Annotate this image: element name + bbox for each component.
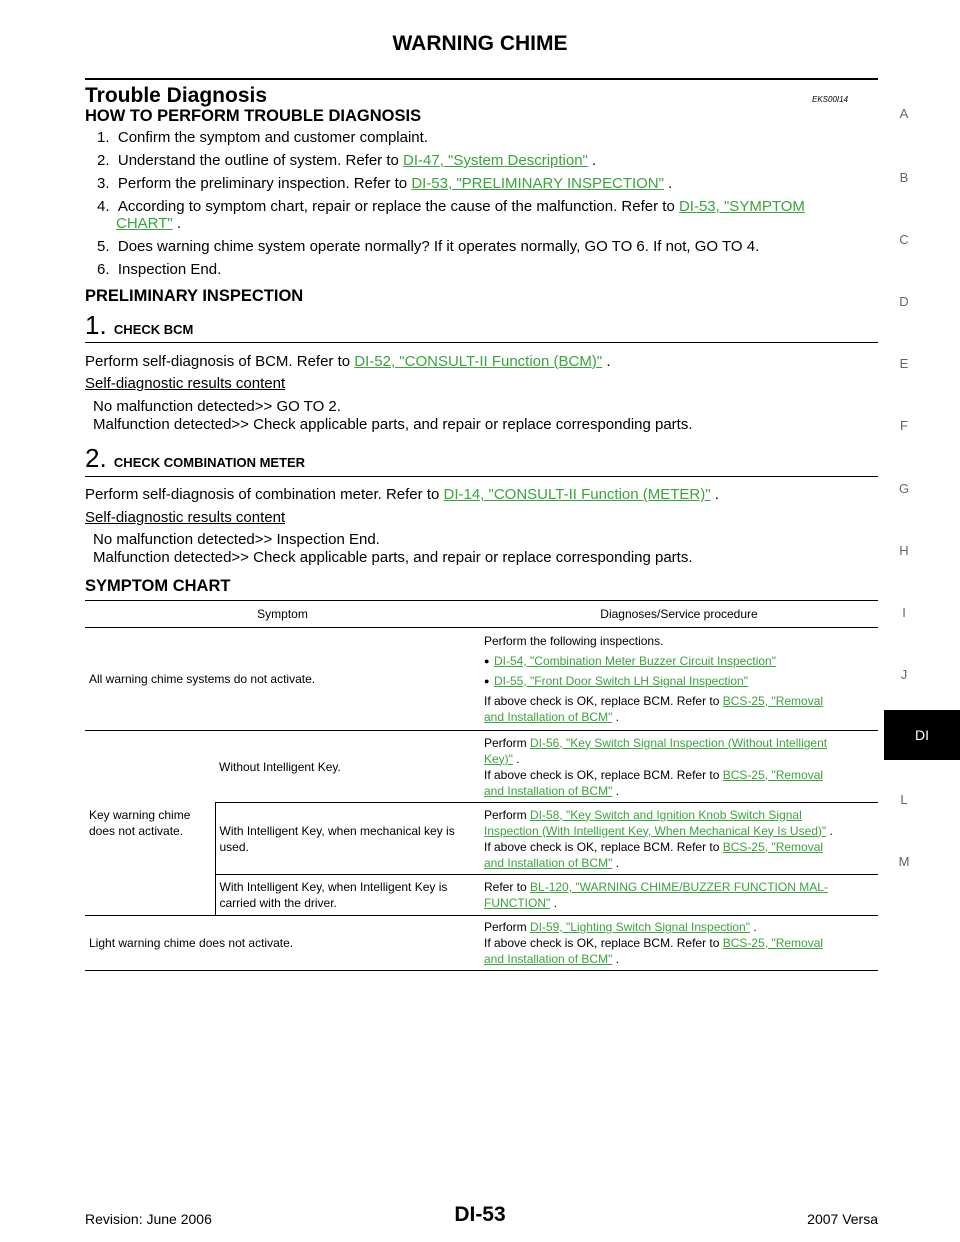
link-front-door-switch[interactable]: DI-55, "Front Door Switch LH Signal Insp…: [494, 674, 748, 688]
link-buzzer-circuit[interactable]: DI-54, "Combination Meter Buzzer Circuit…: [494, 654, 776, 668]
how-to-title: HOW TO PERFORM TROUBLE DIAGNOSIS: [85, 107, 422, 125]
footer-model: 2007 Versa: [807, 1211, 878, 1227]
link-warning-chime-function-cont[interactable]: FUNCTION": [484, 896, 551, 910]
link-consult-meter[interactable]: DI-14, "CONSULT-II Function (METER)": [443, 486, 711, 503]
link-bcm-removal-cont[interactable]: and Installation of BCM": [484, 783, 613, 798]
step-rule: [85, 476, 878, 477]
link-bcm-removal-cont[interactable]: and Installation of BCM": [484, 952, 613, 966]
how-to-step-1: 1. Confirm the symptom and customer comp…: [97, 129, 428, 146]
link-symptom-chart-cont[interactable]: CHART": [116, 215, 173, 232]
link-bcm-removal-cont[interactable]: and Installation of BCM": [484, 855, 613, 870]
prelim-step-2-head: 2. CHECK COMBINATION METER: [85, 443, 306, 473]
prelim-step-2-ok: No malfunction detected>> Inspection End…: [93, 531, 380, 548]
prelim-step-2-results-label: Self-diagnostic results content: [85, 509, 286, 526]
prelim-step-2-ng: Malfunction detected>> Check applicable …: [93, 549, 693, 566]
page-header-title: WARNING CHIME: [392, 32, 568, 55]
row-procedure-all: Perform the following inspections. DI-54…: [480, 627, 878, 731]
how-to-step-4-cont: CHART" .: [116, 215, 182, 232]
prelim-step-2-text: Perform self-diagnosis of combination me…: [85, 486, 719, 503]
link-bcm-removal-cont[interactable]: and Installation of BCM": [484, 710, 613, 724]
link-bcm-removal[interactable]: BCS-25, "Removal: [722, 694, 824, 708]
bullet-item: DI-55, "Front Door Switch LH Signal Insp…: [484, 673, 874, 689]
link-ignition-knob-switch[interactable]: DI-58, "Key Switch and Ignition Knob Swi…: [530, 807, 802, 822]
prelim-step-1-head: 1. CHECK BCM: [85, 310, 194, 340]
table-row: Key warning chime does not activate. Wit…: [85, 730, 878, 916]
section-title: Trouble Diagnosis: [85, 84, 268, 107]
sidebar-letter-d[interactable]: D: [899, 294, 909, 309]
sidebar-letter-h[interactable]: H: [899, 543, 909, 558]
footer-page-number: DI-53: [454, 1203, 506, 1226]
link-preliminary-inspection[interactable]: DI-53, "PRELIMINARY INSPECTION": [411, 175, 664, 192]
sidebar-letter-a[interactable]: A: [899, 106, 909, 121]
table-row: Light warning chime does not activate. P…: [85, 915, 878, 971]
prelim-step-1-ok: No malfunction detected>> GO TO 2.: [93, 398, 341, 415]
table-header-row: Symptom Diagnoses/Service procedure: [85, 600, 878, 628]
link-warning-chime-function[interactable]: BL-120, "WARNING CHIME/BUZZER FUNCTION M…: [530, 880, 828, 894]
prelim-step-1-results-label: Self-diagnostic results content: [85, 375, 286, 392]
sidebar-letter-c[interactable]: C: [899, 232, 909, 247]
prelim-step-1-ng: Malfunction detected>> Check applicable …: [93, 416, 693, 433]
link-bcm-removal[interactable]: BCS-25, "Removal: [722, 839, 824, 854]
table-row: With Intelligent Key, when Intelligent K…: [85, 874, 878, 916]
link-lighting-switch[interactable]: DI-59, "Lighting Switch Signal Inspectio…: [530, 920, 750, 934]
table-row: With Intelligent Key, when mechanical ke…: [85, 802, 878, 875]
section-code: EKS00I14: [812, 95, 849, 104]
row-symptom-all: All warning chime systems do not activat…: [85, 627, 480, 731]
link-system-description[interactable]: DI-47, "System Description": [403, 152, 588, 169]
bullet-item: DI-54, "Combination Meter Buzzer Circuit…: [484, 653, 874, 669]
col-header-symptom: Symptom: [85, 600, 480, 628]
link-key-switch-signal[interactable]: DI-56, "Key Switch Signal Inspection (Wi…: [530, 735, 828, 750]
link-ignition-knob-switch-cont[interactable]: Inspection (With Intelligent Key, When M…: [484, 823, 827, 838]
symptom-chart-title: SYMPTOM CHART: [85, 577, 231, 595]
link-consult-bcm[interactable]: DI-52, "CONSULT-II Function (BCM)": [354, 353, 603, 370]
sidebar-letter-e[interactable]: E: [899, 356, 909, 371]
sidebar-letter-j[interactable]: J: [900, 667, 908, 682]
sidebar-letter-g[interactable]: G: [898, 481, 910, 496]
row-symptom-light: Light warning chime does not activate.: [85, 915, 480, 971]
how-to-step-5: 5. Does warning chime system operate nor…: [97, 238, 760, 255]
row-condition-no-ikey: Without Intelligent Key.: [215, 730, 480, 803]
sidebar-letter-f[interactable]: F: [900, 418, 908, 433]
header-rule: [85, 78, 878, 80]
how-to-step-2: 2. Understand the outline of system. Ref…: [97, 152, 597, 169]
row-symptom-key: Key warning chime does not activate.: [85, 730, 215, 916]
link-bcm-removal[interactable]: BCS-25, "Removal: [722, 767, 824, 782]
row-procedure-mech-key: Perform DI-58, "Key Switch and Ignition …: [480, 802, 878, 875]
how-to-step-4: 4. According to symptom chart, repair or…: [97, 198, 805, 215]
footer-revision: Revision: June 2006: [85, 1211, 212, 1227]
row-condition-mech-key: With Intelligent Key, when mechanical ke…: [214, 802, 480, 875]
sidebar-letter-b[interactable]: B: [899, 170, 909, 185]
sidebar-letter-l[interactable]: L: [900, 792, 908, 807]
row-procedure-ikey-carried: Refer to BL-120, "WARNING CHIME/BUZZER F…: [480, 874, 878, 916]
row-condition-ikey-carried: With Intelligent Key, when Intelligent K…: [214, 874, 480, 916]
table-row: All warning chime systems do not activat…: [85, 627, 878, 731]
sidebar-letter-i[interactable]: I: [902, 605, 906, 620]
how-to-step-3: 3. Perform the preliminary inspection. R…: [97, 175, 673, 192]
step-rule: [85, 342, 878, 343]
prelim-step-1-text: Perform self-diagnosis of BCM. Refer to …: [85, 353, 611, 370]
link-key-switch-signal-cont[interactable]: Key)": [484, 751, 513, 766]
link-symptom-chart[interactable]: DI-53, "SYMPTOM: [678, 198, 805, 215]
link-bcm-removal[interactable]: BCS-25, "Removal: [722, 936, 824, 950]
how-to-step-6: 6. Inspection End.: [97, 261, 222, 278]
preliminary-title: PRELIMINARY INSPECTION: [85, 287, 304, 305]
sidebar-letter-m[interactable]: M: [898, 854, 910, 869]
sidebar-tab-di[interactable]: DI: [884, 710, 960, 760]
col-header-procedure: Diagnoses/Service procedure: [480, 600, 878, 628]
symptom-chart-table: Symptom Diagnoses/Service procedure All …: [85, 600, 878, 971]
row-procedure-light: Perform DI-59, "Lighting Switch Signal I…: [480, 915, 878, 971]
row-procedure-no-ikey: Perform DI-56, "Key Switch Signal Inspec…: [480, 730, 878, 803]
